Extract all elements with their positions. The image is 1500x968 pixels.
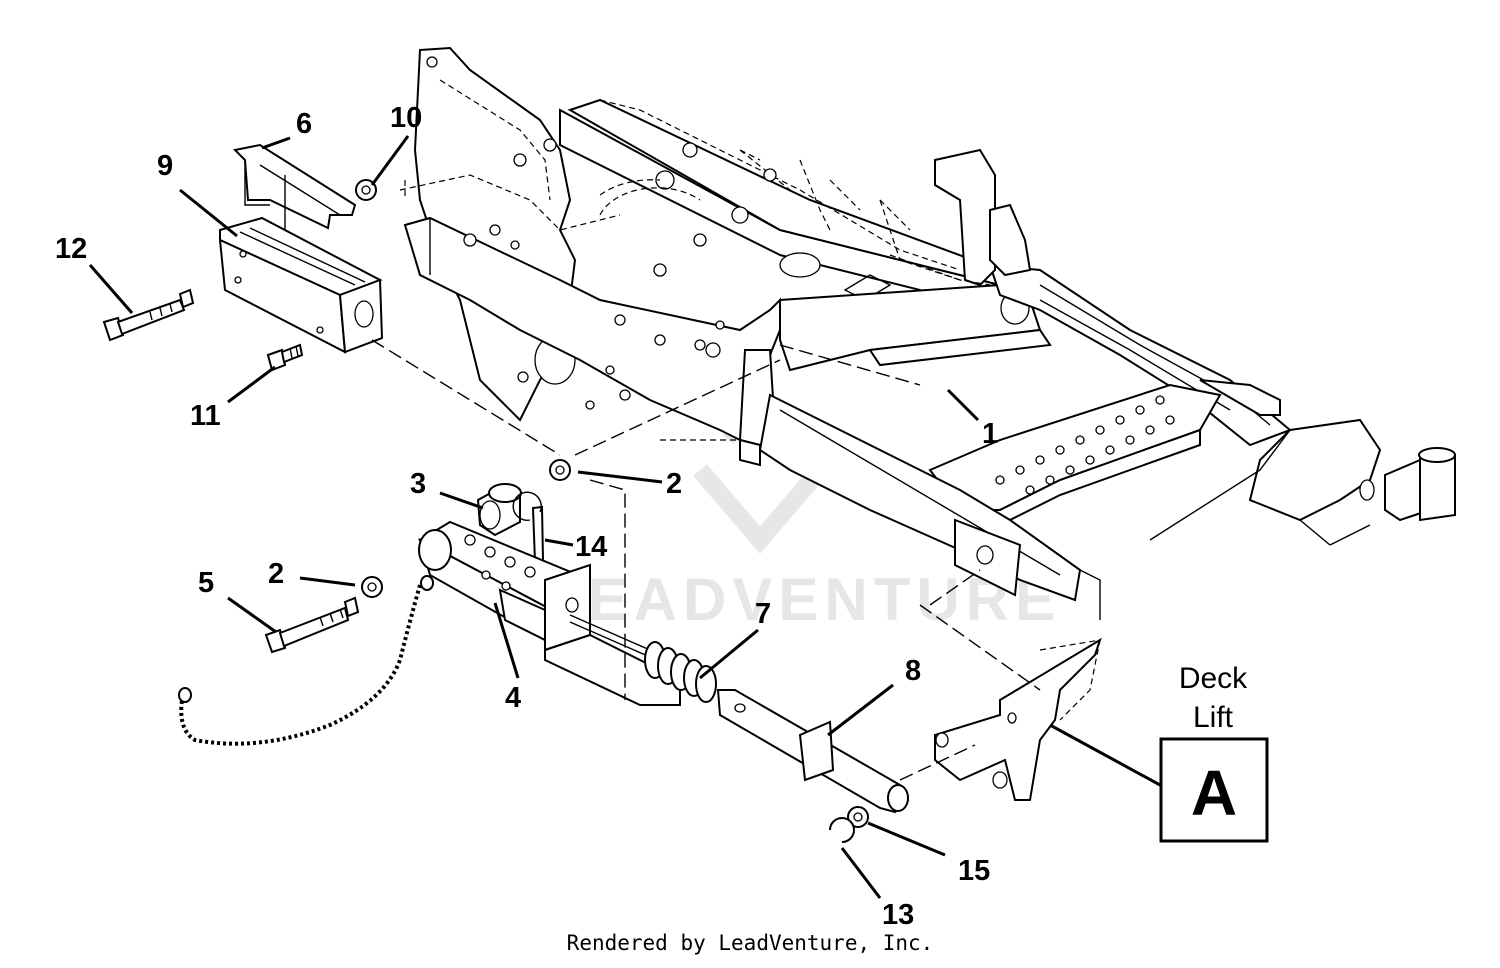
callout-7: 7 [755,598,771,630]
callout-3: 3 [410,468,426,500]
screw-11 [266,343,304,372]
lift-arm-assembly [178,459,1102,843]
callout-14: 14 [575,531,607,563]
callout-2-washer-top: 2 [666,468,682,500]
perforations [995,395,1175,495]
callout-5: 5 [198,567,214,599]
callout-numbers: 1 2 2 3 4 5 6 7 8 9 10 11 12 13 14 15 [55,102,998,931]
callout-12: 12 [55,233,87,265]
callout-11: 11 [190,400,221,432]
latch-assembly [102,143,384,372]
main-frame [399,46,1456,620]
deck-lift-reference: Deck Lift A [1159,662,1269,843]
leader-lines [88,135,1161,899]
footer-credit: Rendered by LeadVenture, Inc. [567,931,934,955]
bolt-12 [102,288,195,342]
reference-label-line1: Deck [1179,662,1248,695]
callout-4: 4 [505,682,521,714]
callout-13: 13 [882,899,914,931]
callout-8: 8 [905,655,921,687]
callout-15: 15 [958,855,990,887]
callout-6: 6 [296,108,312,140]
reference-box [1159,737,1269,843]
reference-letter: A [1191,757,1237,829]
spring-7 [644,641,717,703]
callout-2-washer-lower: 2 [268,558,284,590]
reference-label-line2: Lift [1193,701,1234,734]
bolt-5 [264,596,360,654]
callout-1: 1 [982,418,998,450]
callout-10: 10 [390,102,422,134]
callout-9: 9 [157,150,173,182]
assembly-lines [371,339,1041,781]
